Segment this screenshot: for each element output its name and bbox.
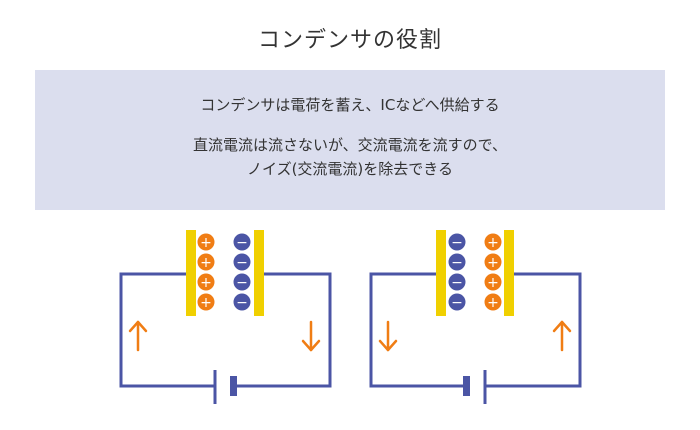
svg-text:−: − [451,235,463,251]
positive-charge: + [484,293,502,311]
svg-text:−: − [451,255,463,271]
arrow-down-icon [301,320,321,352]
positive-charge: + [484,253,502,271]
svg-text:+: + [487,275,499,291]
circuit-left-wire [119,272,332,388]
charges-right-column: + + + + [484,233,502,311]
svg-text:−: − [236,295,248,311]
negative-charge: − [448,233,466,251]
svg-text:+: + [200,275,212,291]
info-line-2a: 直流電流は流さないが、交流電流を流すので、 [192,136,508,154]
svg-text:−: − [236,235,248,251]
svg-text:−: − [451,295,463,311]
positive-charge: + [197,293,215,311]
svg-text:+: + [200,255,212,271]
negative-charge: − [233,233,251,251]
battery-short-plate [230,376,237,396]
negative-charge: − [448,273,466,291]
circuit-right-wire [369,272,582,388]
capacitor-plate-left [436,230,446,316]
svg-text:+: + [487,255,499,271]
positive-charge: + [197,253,215,271]
svg-text:−: − [236,275,248,291]
svg-text:−: − [236,255,248,271]
positive-charge: + [484,233,502,251]
info-box: コンデンサは電荷を蓄え、ICなどへ供給する 直流電流は流さないが、交流電流を流す… [35,70,665,210]
charges-right-column: − − − − [233,233,251,311]
positive-charge: + [197,233,215,251]
circuit-left: + + + + − − − − [119,230,332,404]
battery-short-plate [463,376,470,396]
svg-text:+: + [487,295,499,311]
page-title: コンデンサの役割 [257,28,442,53]
capacitor-plate-left [186,230,196,316]
info-line-2b: ノイズ(交流電流)を除去できる [247,160,453,178]
svg-text:+: + [200,235,212,251]
negative-charge: − [233,273,251,291]
arrow-up-icon [552,320,572,352]
capacitor-plate-right [504,230,514,316]
svg-text:+: + [200,295,212,311]
arrow-up-icon [128,320,148,352]
negative-charge: − [233,293,251,311]
positive-charge: + [484,273,502,291]
negative-charge: − [448,253,466,271]
negative-charge: − [448,293,466,311]
circuit-right: − − − − + + + + [369,230,582,404]
info-line-1: コンデンサは電荷を蓄え、ICなどへ供給する [200,96,500,114]
charges-left-column: + + + + [197,233,215,311]
info-line-2: 直流電流は流さないが、交流電流を流すので、 ノイズ(交流電流)を除去できる [35,133,665,181]
svg-text:+: + [487,235,499,251]
negative-charge: − [233,253,251,271]
arrow-down-icon [378,320,398,352]
charges-left-column: − − − − [448,233,466,311]
positive-charge: + [197,273,215,291]
capacitor-plate-right [254,230,264,316]
svg-text:−: − [451,275,463,291]
